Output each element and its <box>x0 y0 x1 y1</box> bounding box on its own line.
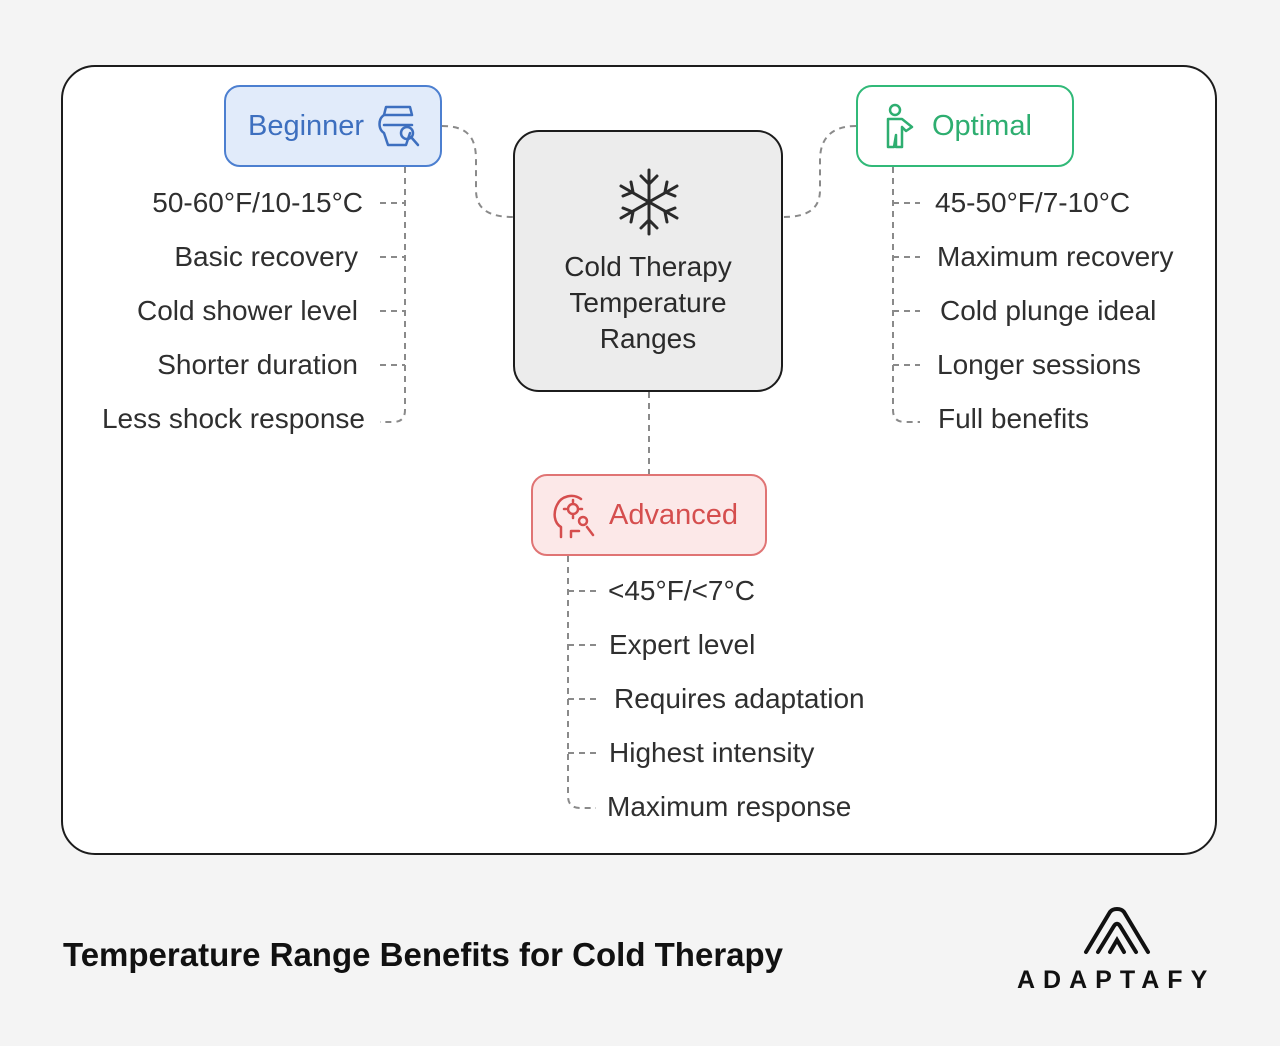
list-item: Longer sessions <box>937 349 1141 380</box>
connector-advanced-trunk <box>567 556 596 809</box>
center-title: Cold Therapy Temperature Ranges <box>564 251 732 354</box>
center-node: Cold Therapy Temperature Ranges <box>513 130 783 392</box>
advanced-node[interactable]: Advanced <box>531 474 767 556</box>
list-item: 45-50°F/7-10°C <box>935 187 1131 218</box>
list-item: Highest intensity <box>609 737 815 768</box>
advanced-label: Advanced <box>609 498 738 531</box>
bucket-water-icon <box>378 105 420 147</box>
connector-optimal-center <box>782 125 857 218</box>
list-item: Full benefits <box>938 403 1089 434</box>
optimal-node[interactable]: Optimal <box>856 85 1074 167</box>
adaptafy-logo-icon <box>1084 907 1150 954</box>
snowflake-icon <box>619 168 679 236</box>
list-item: Shorter duration <box>157 349 358 380</box>
connector-optimal-trunk <box>892 167 920 423</box>
beginner-node[interactable]: Beginner <box>224 85 442 167</box>
list-item: Requires adaptation <box>614 683 865 714</box>
list-item: <45°F/<7°C <box>608 575 755 606</box>
brand-name: ADAPTAFY <box>1017 966 1216 994</box>
person-icon <box>886 103 914 149</box>
page-title: Temperature Range Benefits for Cold Ther… <box>63 936 784 973</box>
optimal-label: Optimal <box>932 109 1032 142</box>
list-item: Less shock response <box>101 403 365 434</box>
connector-beginner-trunk <box>380 167 406 423</box>
list-item: Basic recovery <box>174 241 358 272</box>
list-item: Cold plunge ideal <box>940 295 1157 326</box>
list-item: 50-60°F/10-15°C <box>152 187 363 218</box>
list-item: Maximum recovery <box>937 241 1174 272</box>
head-gears-icon <box>553 494 595 539</box>
connector-beginner-center <box>441 125 514 218</box>
beginner-label: Beginner <box>248 109 365 142</box>
list-item: Cold shower level <box>137 295 358 326</box>
list-item: Maximum response <box>607 791 852 822</box>
list-item: Expert level <box>609 629 756 660</box>
